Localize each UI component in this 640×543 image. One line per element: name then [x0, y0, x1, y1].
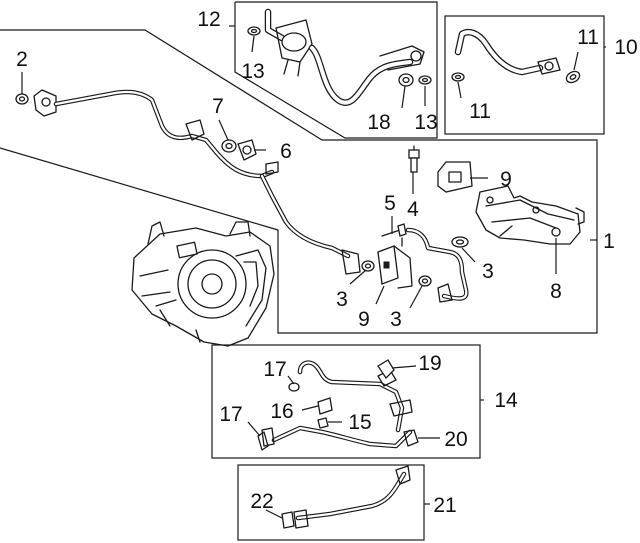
- compressor: [131, 221, 275, 347]
- part-suction-pipe: [33, 89, 361, 275]
- part-9-valve: [377, 237, 413, 289]
- part-9-switch-top: [437, 161, 473, 193]
- group-box-10: [444, 15, 605, 135]
- callout-13a: 13: [241, 60, 264, 83]
- part-6: [237, 139, 257, 161]
- callout-17b: 17: [219, 403, 242, 426]
- callout-11b: 11: [469, 100, 491, 123]
- group-box-21: [237, 464, 425, 541]
- part-discharge-hose: [405, 227, 469, 303]
- callout-21: 21: [433, 494, 456, 517]
- part-liquid-line-assembly: [264, 8, 425, 106]
- group-box-12: [234, 1, 438, 139]
- callout-22: 22: [250, 490, 273, 513]
- callout-5: 5: [384, 192, 396, 215]
- part-5-bolt: [381, 223, 407, 237]
- callout-3a: 3: [336, 288, 348, 311]
- callout-7: 7: [212, 95, 224, 118]
- callout-15: 15: [348, 411, 371, 434]
- callout-1: 1: [603, 230, 615, 253]
- callout-18: 18: [367, 111, 390, 134]
- callout-8: 8: [550, 280, 562, 303]
- callout-9a: 9: [500, 168, 512, 191]
- callout-labels: 2 12 13 18 13 11 10 11 7 6 4 5 9 1 3 8 3…: [16, 8, 638, 517]
- o-ring-3a: [361, 260, 375, 272]
- callout-2: 2: [16, 48, 28, 71]
- group-box-1: [0, 29, 598, 334]
- callout-13b: 13: [414, 111, 437, 134]
- group-box-14: [211, 344, 481, 459]
- o-ring-3b: [451, 236, 469, 248]
- part-line-21: [293, 465, 411, 529]
- part-4-sensor: [408, 145, 420, 173]
- callout-19: 19: [418, 352, 441, 375]
- part-15: [317, 417, 329, 429]
- part-22: [281, 511, 295, 529]
- o-ring-13a: [247, 26, 261, 36]
- callout-4: 4: [407, 198, 419, 221]
- callout-16: 16: [270, 400, 293, 423]
- callout-11a: 11: [577, 26, 599, 49]
- part-19: [377, 359, 395, 380]
- part-8-bracket: [475, 185, 585, 245]
- part-line-14-lower: [261, 425, 413, 449]
- part-17a: [288, 382, 300, 392]
- leader-lines: [21, 25, 606, 519]
- callout-3b: 3: [482, 260, 494, 283]
- group-boxes: [0, 1, 605, 541]
- callout-3c: 3: [390, 308, 402, 331]
- callout-12: 12: [197, 8, 220, 31]
- callout-20: 20: [444, 428, 467, 451]
- part-7: [221, 139, 237, 153]
- o-ring-11a: [565, 70, 581, 84]
- part-16: [317, 397, 333, 415]
- part-17b: [257, 431, 269, 451]
- o-ring-2: [15, 93, 29, 105]
- o-ring-18: [398, 73, 414, 87]
- callout-17a: 17: [263, 358, 286, 381]
- part-20: [403, 429, 419, 447]
- callout-14: 14: [494, 389, 518, 412]
- callout-9b: 9: [358, 308, 370, 331]
- o-ring-3c: [418, 275, 432, 287]
- o-ring-11b: [451, 72, 465, 82]
- part-hose-10: [454, 28, 561, 76]
- callout-6: 6: [280, 140, 292, 163]
- callout-10: 10: [614, 36, 637, 59]
- o-ring-13b: [418, 75, 432, 85]
